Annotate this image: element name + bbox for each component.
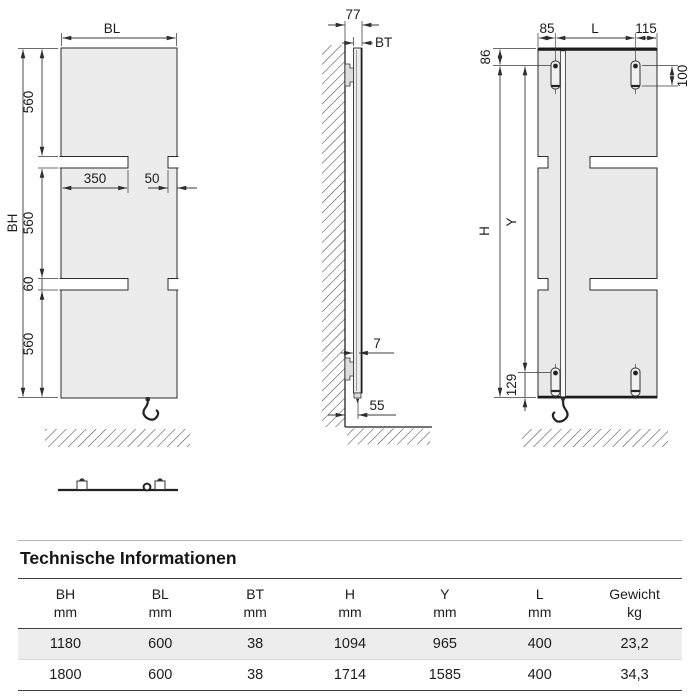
table-row-rule [18,659,682,660]
mounting-bracket-bottom-right [630,364,641,399]
cable-gland-circle [142,482,152,492]
col-header-bt: BT mm [243,586,267,620]
col-header-gewicht: Gewicht kg [609,586,660,620]
cell-bt-2: 38 [247,667,264,683]
cell-bl-1: 600 [148,636,173,652]
cell-gewicht-1: 23,2 [620,636,649,652]
mounting-bracket-top-right [630,33,641,94]
dim-label-y: Y [504,217,519,226]
dim-label-bl: BL [104,21,121,36]
cell-bl-2: 600 [148,667,173,683]
cell-h-1: 1094 [333,636,367,652]
floor-hatch [347,428,430,445]
col-header-bh: BH mm [53,586,78,620]
rear-slot-2 [589,278,658,291]
dim-label-h: H [477,226,492,236]
cell-h-2: 1714 [333,667,367,683]
top-view-bracket-1 [76,478,88,490]
table-title-rule [18,578,682,579]
dim-label-slot-width: 350 [84,171,107,186]
table-header-rule [18,628,682,629]
cable-channel [560,50,566,398]
cell-y-1: 965 [432,636,457,652]
radiator-front-panel [60,47,178,399]
dim-label-85: 85 [539,21,554,36]
ground-hatch-left [45,429,190,447]
cable-hook-front [142,398,160,421]
dim-label-100: 100 [675,65,690,88]
wall-bracket-top [344,63,354,87]
table-row-2: 1800 600 38 1714 1585 400 34,3 [18,660,682,690]
rear-notch-1 [537,156,549,169]
cell-l-1: 400 [527,636,552,652]
top-view [58,478,178,492]
cable-hook-rear [551,400,569,423]
side-view: 77 BT 7 55 [322,7,432,445]
front-notch-2 [167,278,179,291]
table-header-row: BH mm BL mm BT mm H mm Y mm L mm Gewicht… [18,579,682,628]
cell-bh-1: 1180 [49,636,82,652]
top-view-bracket-2 [154,478,166,490]
dim-label-129: 129 [504,374,519,397]
table-row-1: 1180 600 38 1094 965 400 23,2 [18,629,682,659]
front-slot-1 [59,156,129,169]
dim-label-77: 77 [345,7,360,22]
col-header-bl: BL mm [148,586,172,620]
table-bottom-rule [18,690,682,691]
rear-view: 85 L 115 86 H Y 129 100 [477,21,690,447]
col-header-y: Y mm [433,586,457,620]
dim-label-l: L [591,21,599,36]
cell-y-2: 1585 [428,667,461,683]
dim-label-bt: BT [375,35,392,50]
front-view: BL BH 560 560 60 560 350 50 [5,21,197,447]
mounting-bracket-top-left [550,33,561,94]
dim-label-segment-bottom: 560 [21,333,36,356]
dim-label-86: 86 [478,49,493,64]
col-header-l: L mm [528,586,552,620]
dim-label-segment-middle: 560 [21,212,36,235]
radiator-rear-panel [537,47,658,399]
front-slot-2 [59,278,129,291]
table-title: Technische Informationen [20,548,237,568]
front-notch-1 [167,156,179,169]
table-top-rule [18,540,682,541]
panel-foot [353,392,362,399]
cable-outlet-side [356,398,360,404]
col-header-h: H mm [338,586,362,620]
cell-gewicht-2: 34,3 [620,667,649,683]
cell-bh-2: 1800 [49,667,82,683]
dim-label-slot-height: 60 [21,276,36,291]
rear-notch-2 [537,278,549,291]
dim-label-bh: BH [5,214,20,233]
info-table: Technische Informationen BH mm BL mm BT … [18,540,682,691]
rear-slot-1 [589,156,658,169]
wall-bracket-bottom [344,357,354,381]
ground-hatch-right [522,429,668,447]
dim-label-7: 7 [373,336,381,351]
dim-label-115: 115 [635,21,657,36]
cell-l-2: 400 [527,667,552,683]
cell-bt-1: 38 [247,636,264,652]
dim-label-segment-top: 560 [21,91,36,114]
mounting-bracket-bottom-left [550,364,561,399]
dim-label-55: 55 [369,398,384,413]
dim-label-notch-width: 50 [144,171,159,186]
wall-hatch [322,45,345,427]
technical-drawing: BL BH 560 560 60 560 350 50 [5,7,690,492]
